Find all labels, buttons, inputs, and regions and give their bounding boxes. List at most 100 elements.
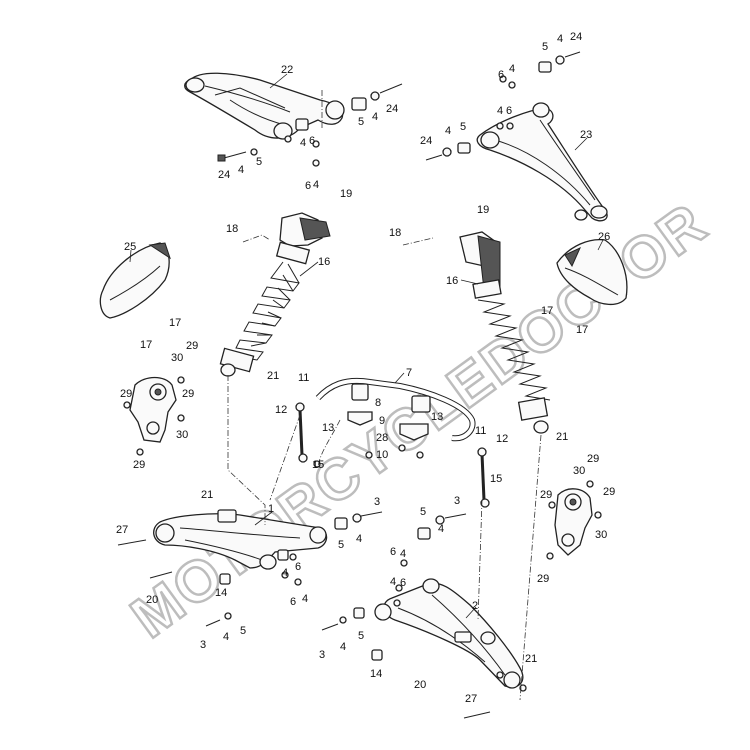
upper-right-arm-hardware	[425, 51, 581, 161]
callout-18: 18	[226, 223, 238, 235]
callout-4: 4	[390, 576, 396, 588]
callout-4: 4	[238, 164, 244, 176]
callout-24: 24	[420, 135, 432, 147]
callout-24: 24	[218, 169, 230, 181]
callout-13: 13	[322, 422, 334, 434]
callout-23: 23	[580, 129, 592, 141]
callout-5: 5	[420, 506, 426, 518]
callout-21: 21	[556, 431, 568, 443]
callout-14: 14	[370, 668, 382, 680]
callout-19: 19	[477, 204, 489, 216]
callout-3: 3	[319, 649, 325, 661]
callout-29: 29	[587, 453, 599, 465]
callout-24: 24	[386, 103, 398, 115]
callout-27: 27	[465, 693, 477, 705]
lower-left-a-arm	[153, 509, 328, 570]
lower-left-arm-hardware	[117, 511, 383, 627]
callout-27: 27	[116, 524, 128, 536]
callout-4: 4	[438, 523, 444, 535]
callout-5: 5	[460, 121, 466, 133]
callout-4: 4	[445, 125, 451, 137]
callout-4: 4	[302, 593, 308, 605]
callout-15: 15	[490, 473, 502, 485]
callout-30: 30	[595, 529, 607, 541]
left-guard-plate	[99, 242, 171, 319]
callout-19: 19	[340, 188, 352, 200]
callout-12: 12	[275, 404, 287, 416]
callout-5: 5	[338, 539, 344, 551]
callout-29: 29	[133, 459, 145, 471]
stabilizer-bar	[315, 377, 476, 442]
callout-16: 16	[446, 275, 458, 287]
leader-lines	[129, 73, 604, 619]
callout-4: 4	[497, 105, 503, 117]
lower-right-arm-hardware	[321, 513, 527, 719]
upper-left-arm-hardware-left	[217, 118, 320, 167]
callout-5: 5	[542, 41, 548, 53]
callout-22: 22	[281, 64, 293, 76]
callout-3: 3	[374, 496, 380, 508]
upper-left-a-arm	[184, 72, 345, 140]
callout-4: 4	[282, 567, 288, 579]
callout-20: 20	[146, 594, 158, 606]
callout-4: 4	[340, 641, 346, 653]
callout-6: 6	[400, 577, 406, 589]
callout-29: 29	[603, 486, 615, 498]
callout-30: 30	[573, 465, 585, 477]
callout-4: 4	[557, 33, 563, 45]
callout-29: 29	[182, 388, 194, 400]
callout-9: 9	[379, 415, 385, 427]
callout-21: 21	[525, 653, 537, 665]
callout-7: 7	[406, 367, 412, 379]
right-guard-plate	[556, 239, 628, 306]
lower-right-a-arm	[374, 578, 524, 689]
callout-17: 17	[140, 339, 152, 351]
callout-4: 4	[372, 111, 378, 123]
callout-25: 25	[124, 241, 136, 253]
right-shock-absorber	[459, 231, 551, 434]
callout-12: 12	[496, 433, 508, 445]
callout-16: 16	[318, 256, 330, 268]
callout-29: 29	[540, 489, 552, 501]
callout-24: 24	[570, 31, 582, 43]
callout-6: 6	[498, 69, 504, 81]
upper-left-arm-hardware-right	[351, 83, 403, 111]
right-steering-knuckle	[546, 480, 602, 560]
callout-30: 30	[171, 352, 183, 364]
callout-29: 29	[186, 340, 198, 352]
callout-1: 1	[268, 503, 274, 515]
left-shock-absorber	[219, 212, 331, 377]
callout-4: 4	[313, 179, 319, 191]
upper-right-a-arm	[476, 102, 608, 222]
callout-26: 26	[598, 231, 610, 243]
callout-6: 6	[290, 596, 296, 608]
callout-18: 18	[389, 227, 401, 239]
callout-5: 5	[358, 116, 364, 128]
callout-11: 11	[475, 425, 486, 437]
callout-10: 10	[376, 449, 388, 461]
callout-30: 30	[176, 429, 188, 441]
callout-4: 4	[509, 63, 515, 75]
callout-5: 5	[240, 625, 246, 637]
assembly-lines	[227, 90, 542, 701]
callout-6: 6	[390, 546, 396, 558]
callout-20: 20	[414, 679, 426, 691]
callout-17: 17	[169, 317, 181, 329]
callout-13: 13	[431, 411, 443, 423]
callout-5: 5	[358, 630, 364, 642]
stabilizer-links	[295, 402, 490, 508]
callout-4: 4	[400, 548, 406, 560]
callout-28: 28	[376, 432, 388, 444]
callout-6: 6	[506, 105, 512, 117]
callout-11: 11	[298, 372, 309, 384]
callout-17: 17	[576, 324, 588, 336]
left-steering-knuckle	[123, 376, 185, 456]
callout-6: 6	[305, 180, 311, 192]
callout-3: 3	[454, 495, 460, 507]
callout-21: 21	[267, 370, 279, 382]
callout-17: 17	[541, 305, 553, 317]
callout-29: 29	[537, 573, 549, 585]
callout-2: 2	[472, 600, 478, 612]
